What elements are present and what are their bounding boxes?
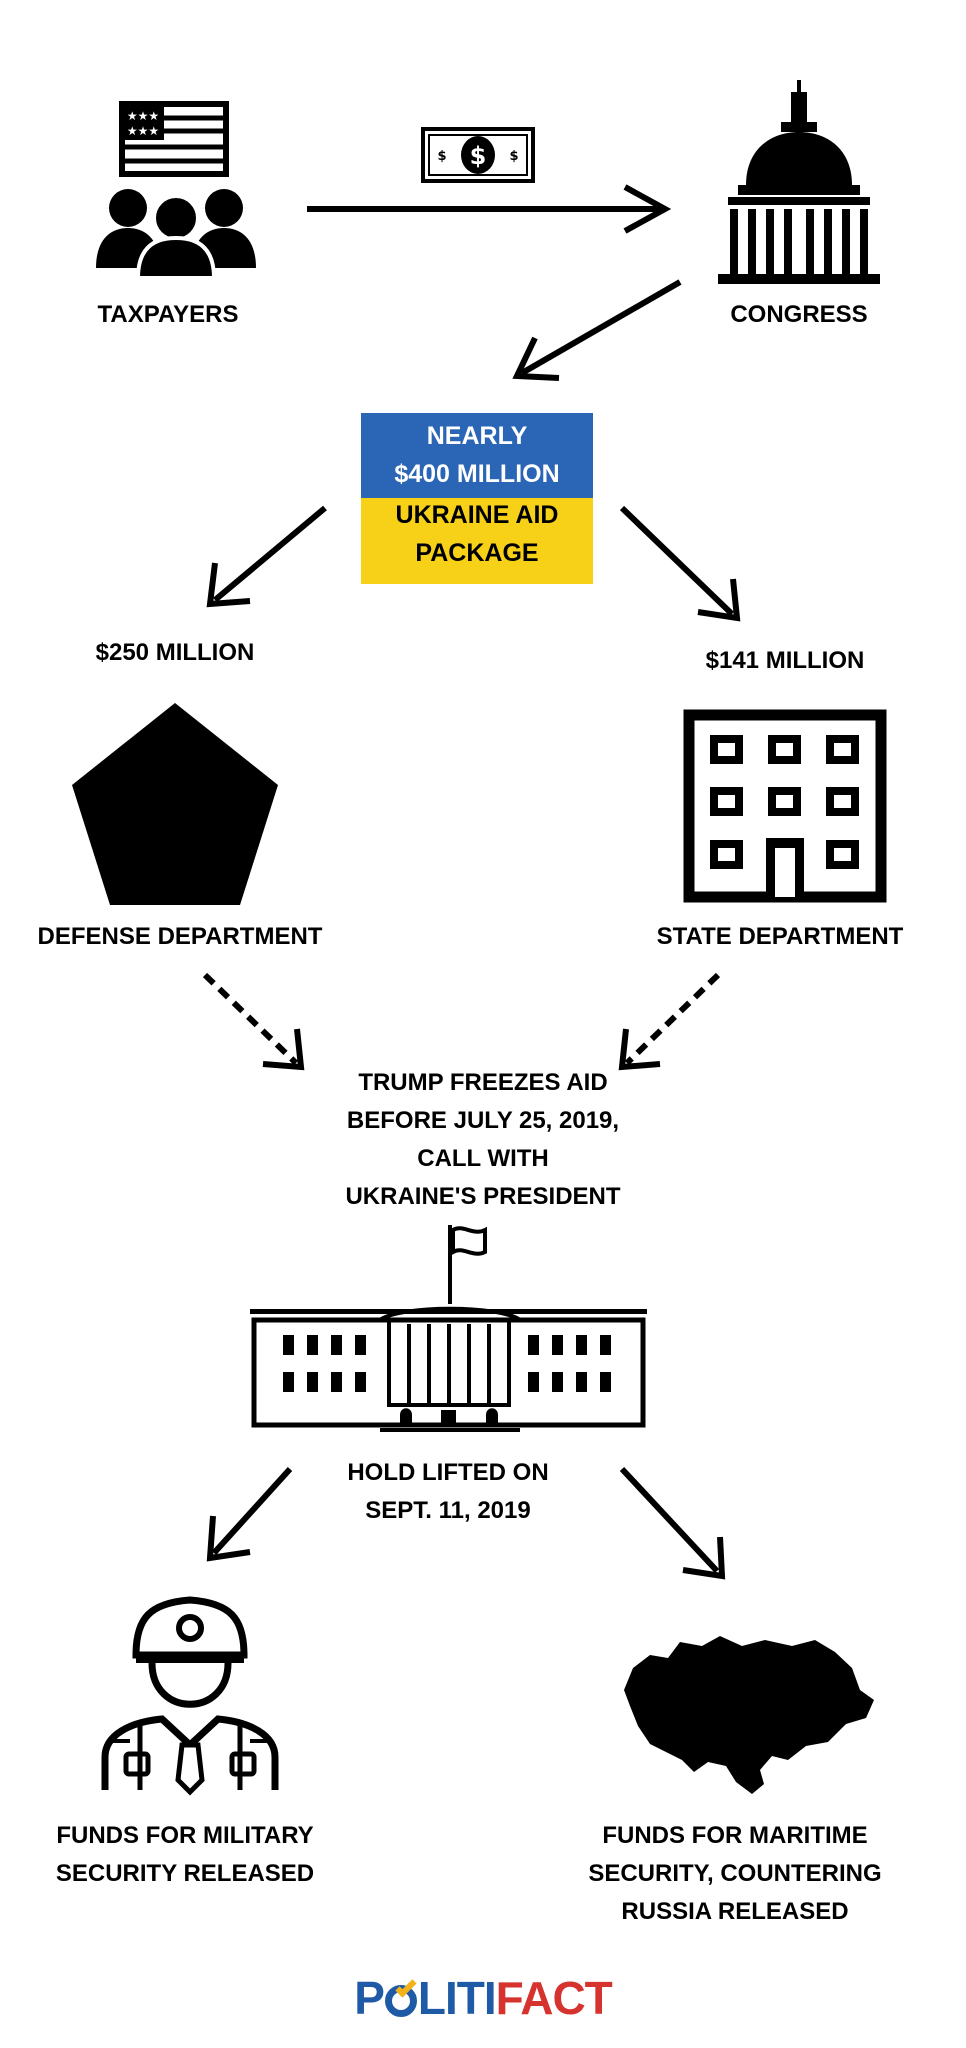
logo-p: P [354, 1972, 385, 2024]
svg-text:★★★: ★★★ [127, 109, 159, 123]
congress-label: CONGRESS [730, 301, 868, 328]
state-amount-label: $141 MILLION [705, 647, 865, 674]
politifact-logo: P LITIFACT [0, 1973, 966, 2023]
svg-text:$: $ [509, 149, 518, 164]
freeze-line-3: CALL WITH [417, 1145, 549, 1172]
money-bill-icon: $ $ $ [421, 127, 535, 183]
defense-amount-label: $250 MILLION [95, 639, 255, 666]
taxpayers-label: TAXPAYERS [97, 301, 239, 328]
state-department-label: STATE DEPARTMENT [656, 923, 904, 950]
ukraine-map-icon [624, 1636, 874, 1794]
office-building-icon [683, 709, 887, 903]
freeze-line-1: TRUMP FREEZES AID [358, 1069, 608, 1096]
pentagon-icon [72, 703, 278, 905]
aid-package-box: NEARLY $400 MILLION UKRAINE AID PACKAGE [361, 413, 593, 584]
arrow-aid-to-state [619, 505, 741, 622]
lifted-line-2: SEPT. 11, 2019 [365, 1497, 531, 1524]
svg-text:$: $ [470, 142, 487, 170]
freeze-text: TRUMP FREEZES AID BEFORE JULY 25, 2019, … [253, 1064, 713, 1216]
military-line-1: FUNDS FOR MILITARY [56, 1822, 314, 1849]
white-house-icon [250, 1225, 647, 1432]
aid-line-3: UKRAINE AID [395, 501, 559, 529]
hold-lifted-text: HOLD LIFTED ON SEPT. 11, 2019 [298, 1454, 598, 1530]
logo-o-icon [384, 1976, 417, 2017]
military-funds-text: FUNDS FOR MILITARY SECURITY RELEASED [20, 1817, 350, 1893]
maritime-funds-text: FUNDS FOR MARITIME SECURITY, COUNTERING … [555, 1817, 915, 1931]
maritime-line-3: RUSSIA RELEASED [621, 1898, 849, 1925]
military-line-2: SECURITY RELEASED [55, 1860, 315, 1887]
aid-line-1: NEARLY [426, 422, 528, 450]
defense-department-label: DEFENSE DEPARTMENT [37, 923, 323, 950]
taxpayers-flag-people-icon: ★★★ ★★★ [96, 101, 256, 280]
aid-box-yellow-band [361, 498, 593, 584]
arrow-taxpayers-to-congress [307, 184, 672, 234]
arrow-aid-to-defense [206, 505, 327, 608]
arrow-lifted-to-military [206, 1466, 293, 1562]
svg-text:★★★: ★★★ [127, 124, 159, 138]
aid-line-4: PACKAGE [415, 539, 539, 567]
maritime-line-1: FUNDS FOR MARITIME [602, 1822, 868, 1849]
freeze-line-2: BEFORE JULY 25, 2019, [346, 1107, 620, 1134]
maritime-line-2: SECURITY, COUNTERING [588, 1860, 882, 1887]
svg-text:$: $ [437, 149, 446, 164]
arrow-state-to-freeze-dashed [618, 972, 721, 1071]
arrow-defense-to-freeze-dashed [202, 972, 305, 1071]
freeze-line-4: UKRAINE'S PRESIDENT [345, 1183, 621, 1210]
arrow-congress-to-aid [512, 279, 682, 381]
arrow-lifted-to-maritime [619, 1466, 726, 1580]
aid-box-blue-band [361, 413, 593, 498]
capitol-dome-icon [718, 80, 880, 284]
aid-line-2: $400 MILLION [394, 460, 560, 488]
logo-liti: LITI [417, 1972, 497, 2024]
logo-fact: FACT [495, 1972, 613, 2024]
lifted-line-1: HOLD LIFTED ON [347, 1459, 549, 1486]
military-officer-icon [101, 1596, 279, 1796]
